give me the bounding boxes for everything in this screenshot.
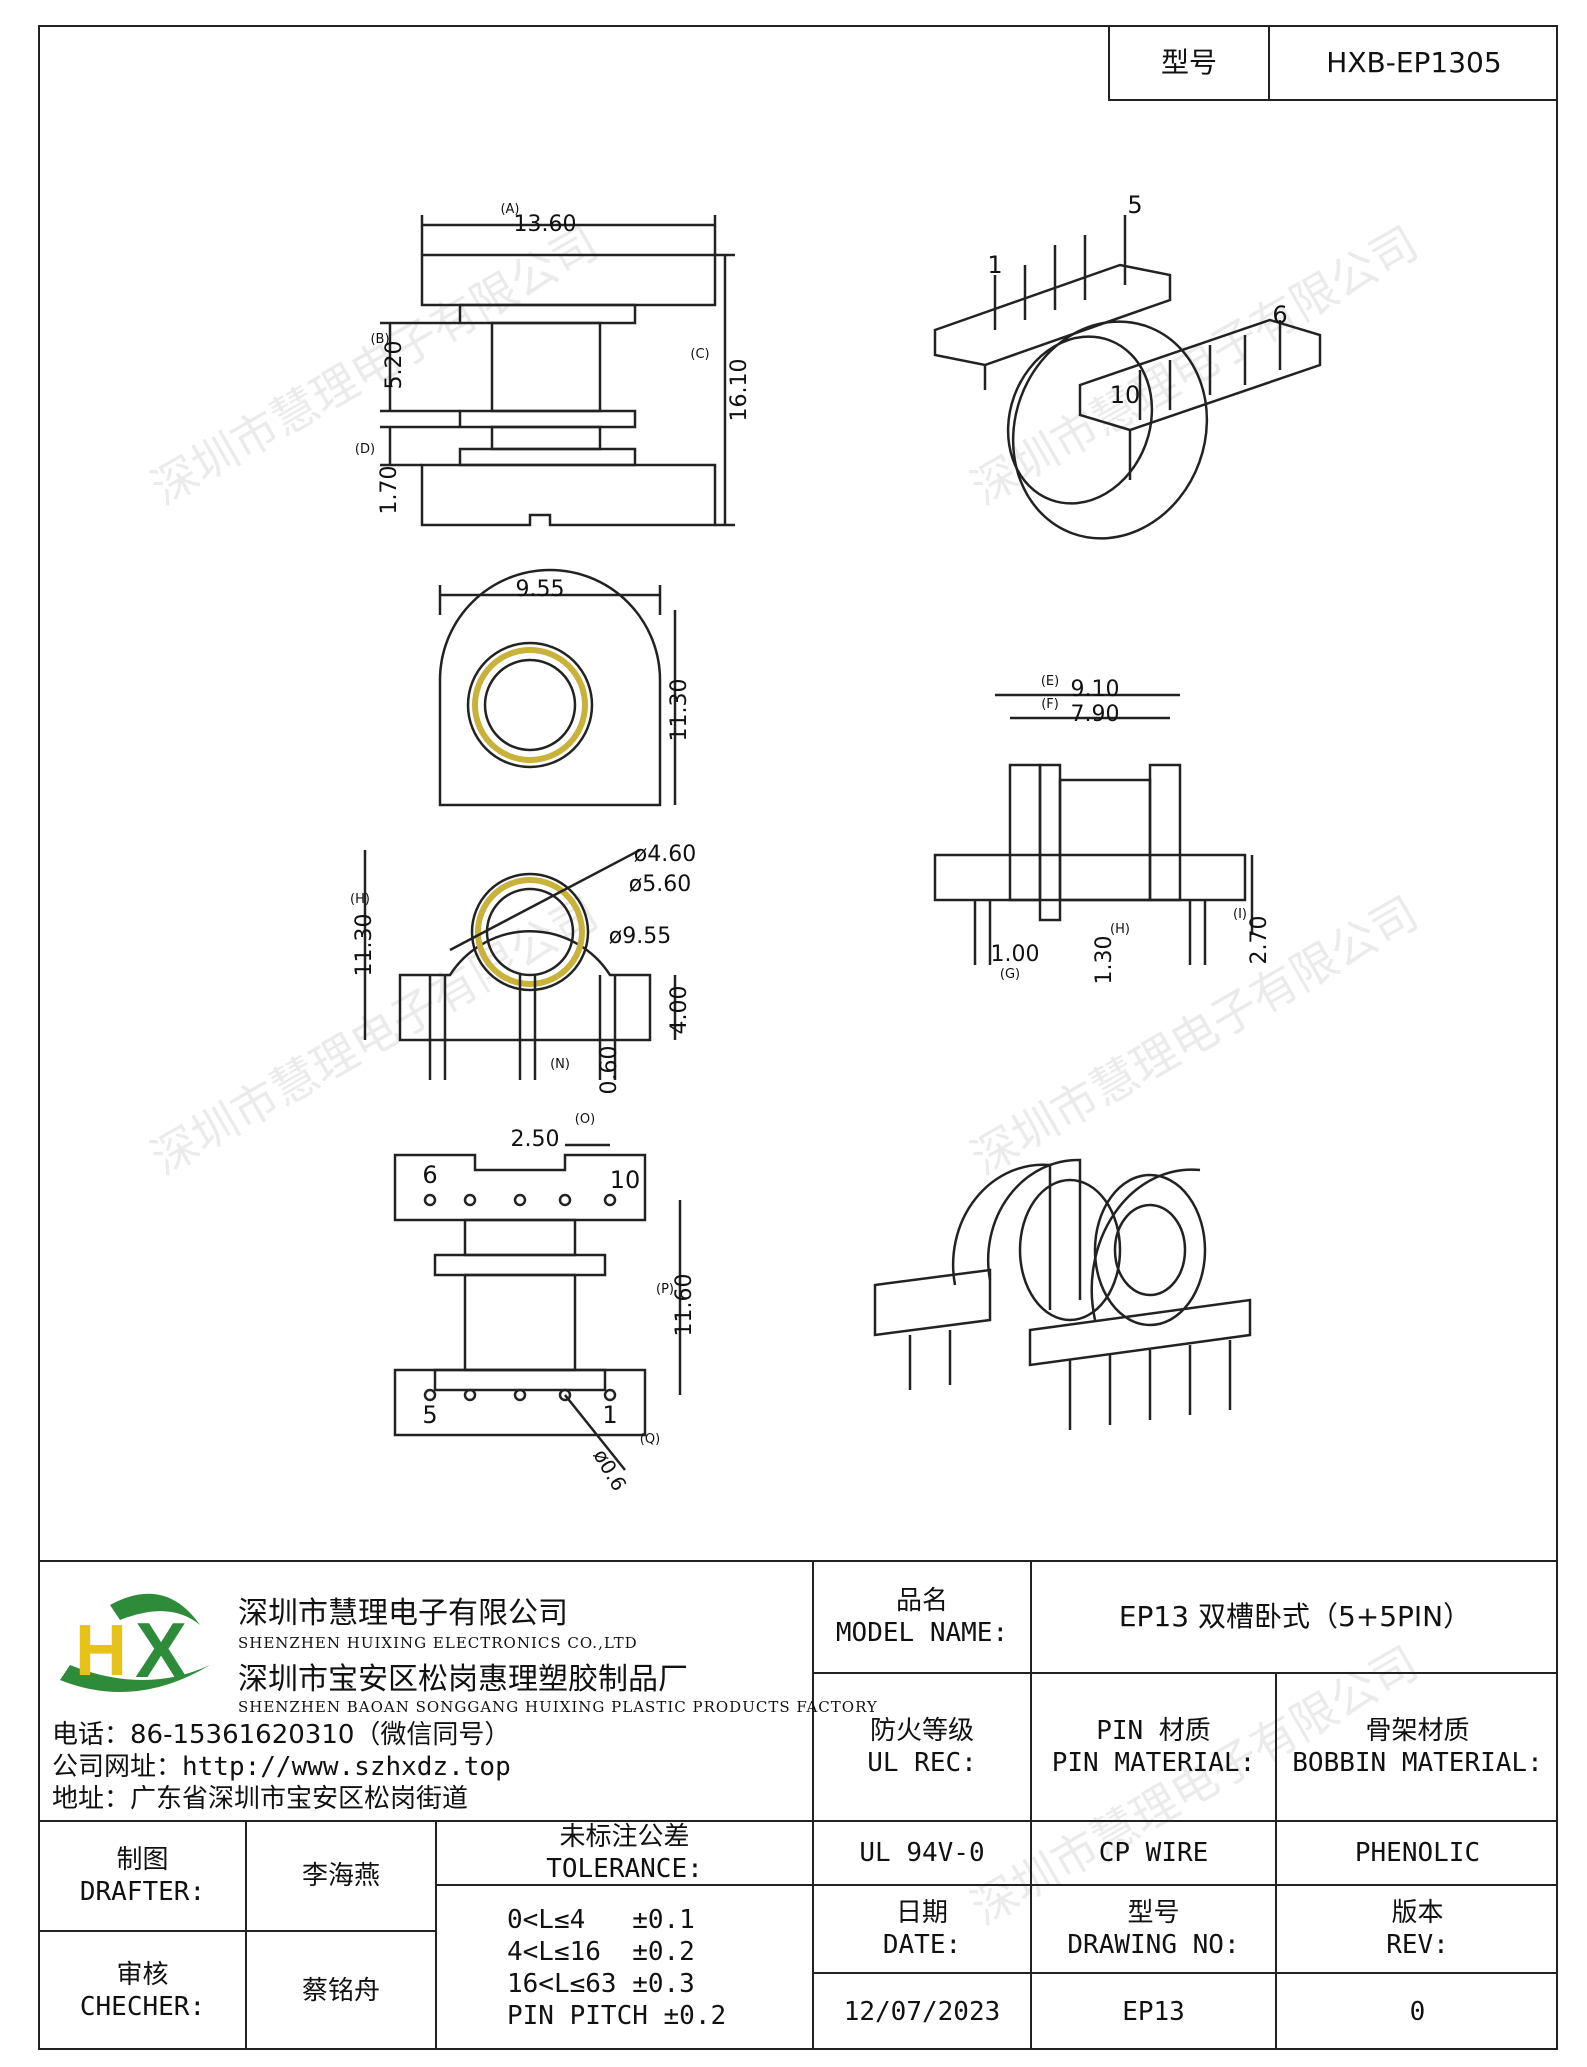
rev-cn: 版本	[1391, 1898, 1444, 1928]
tolerance-row: 16<L≤63 ±0.3	[507, 1969, 695, 1999]
bobbin-cn: 骨架材质	[1365, 1716, 1470, 1746]
header-model-box	[1108, 25, 1558, 101]
dim-end-d1: ø4.60	[633, 842, 697, 867]
model-label: 型号	[1160, 46, 1217, 79]
factory-name-en: SHENZHEN BAOAN SONGGANG HUIXING PLASTIC …	[238, 1698, 878, 1716]
dim-top-f: 7.90	[1070, 702, 1120, 727]
tolerance-row: 0<L≤4 ±0.1	[507, 1905, 695, 1935]
logo-letter-x: X	[135, 1606, 187, 1694]
checker-cn: 审核	[116, 1960, 169, 1990]
drawing-en: DRAWING NO:	[1067, 1930, 1240, 1960]
company-name-en: SHENZHEN HUIXING ELECTRONICS CO.,LTD	[238, 1634, 638, 1652]
pin-label-6: 6	[1272, 301, 1288, 329]
tolerance-table: 0<L≤4 ±0.1 4<L≤16 ±0.2 16<L≤63 ±0.3 PIN …	[437, 1886, 812, 2050]
dim-top-e-tag: (E)	[1040, 674, 1060, 689]
checker-label: 审核 CHECHER:	[40, 1932, 245, 2050]
dim-top-e: 9.10	[1070, 677, 1120, 702]
date-label: 日期 DATE:	[814, 1886, 1030, 1972]
website-line: 公司网址：http://www.szhxdz.top	[52, 1752, 511, 1782]
address-line: 地址：广东省深圳市宝安区松岗街道	[52, 1784, 469, 1814]
pin-material-label: PIN 材质 PIN MATERIAL:	[1032, 1674, 1275, 1820]
date-cn: 日期	[895, 1898, 948, 1928]
pin-value: CP WIRE	[1098, 1838, 1209, 1868]
divider	[1268, 25, 1270, 101]
dim-bottom-o-tag: (O)	[574, 1112, 596, 1127]
tolerance-en: TOLERANCE:	[546, 1854, 703, 1884]
dim-end-d3: ø9.55	[608, 924, 672, 949]
pin-label-6: 6	[422, 1161, 438, 1189]
drawing-cn: 型号	[1127, 1898, 1180, 1928]
drawing-frame	[38, 25, 1558, 2050]
fire-value: UL 94V-0	[859, 1838, 985, 1868]
bobbin-en: BOBBIN MATERIAL:	[1292, 1748, 1543, 1778]
bobbin-value: PHENOLIC	[1354, 1838, 1481, 1868]
dim-bottom-o: 2.50	[510, 1127, 560, 1152]
pin-label-10: 10	[1109, 381, 1141, 409]
date-value: 12/07/2023	[843, 1997, 1001, 2027]
dim-bottom-q-tag: (Q)	[639, 1432, 661, 1447]
model-name-label: 品名 MODEL NAME:	[814, 1562, 1030, 1672]
pin-label-5: 5	[1127, 191, 1143, 219]
drafter-label: 制图 DRAFTER:	[40, 1822, 245, 1930]
dim-side-width: 9.55	[515, 577, 565, 602]
company-logo: H X	[60, 1593, 210, 1694]
pin-label-5: 5	[422, 1401, 438, 1429]
dim-c-tag: (C)	[690, 347, 710, 362]
dim-top-i-tag: (I)	[1233, 907, 1247, 922]
dim-top-h-tag: (H)	[1110, 922, 1130, 937]
pin-label-1: 1	[602, 1401, 618, 1429]
bobbin-material-label: 骨架材质 BOBBIN MATERIAL:	[1277, 1674, 1558, 1820]
tolerance-row: PIN PITCH ±0.2	[507, 2001, 727, 2031]
rev-label: 版本 REV:	[1277, 1886, 1558, 1972]
date-en: DATE:	[882, 1930, 962, 1960]
pin-label-10: 10	[609, 1166, 641, 1194]
model-value: HXB-EP1305	[1326, 46, 1502, 79]
company-name-cn: 深圳市慧理电子有限公司	[238, 1596, 568, 1631]
phone-line: 电话：86-15361620310（微信同号）	[52, 1720, 511, 1750]
model-name-cn: 品名	[895, 1586, 948, 1616]
drafter-value: 李海燕	[301, 1861, 380, 1891]
tolerance-row: 4<L≤16 ±0.2	[507, 1937, 695, 1967]
checker-value: 蔡铭舟	[301, 1976, 380, 2006]
dim-top-g-tag: (G)	[999, 967, 1021, 982]
fire-cn: 防火等级	[869, 1716, 974, 1746]
factory-name-cn: 深圳市宝安区松岗惠理塑胶制品厂	[238, 1662, 688, 1697]
model-name-value: EP13 双槽卧式（5+5PIN）	[1118, 1600, 1472, 1633]
dim-end-n-tag: (N)	[550, 1057, 570, 1072]
rev-en: REV:	[1386, 1930, 1449, 1960]
dim-top-g: 1.00	[990, 942, 1040, 967]
model-name-en: MODEL NAME:	[835, 1618, 1009, 1648]
pin-cn: PIN 材质	[1096, 1716, 1211, 1746]
fire-en: UL REC:	[867, 1748, 977, 1778]
tolerance-label: 未标注公差 TOLERANCE:	[437, 1822, 812, 1884]
dim-b-tag: (B)	[370, 332, 390, 347]
dim-a-tag: (A)	[500, 202, 520, 217]
dim-end-h-tag: (H)	[350, 892, 370, 907]
tolerance-cn: 未标注公差	[559, 1822, 690, 1852]
drawing-no-label: 型号 DRAWING NO:	[1032, 1886, 1275, 1972]
dim-end-d2: ø5.60	[628, 872, 692, 897]
dim-a: 13.60	[513, 212, 577, 237]
fire-label: 防火等级 UL REC:	[814, 1674, 1030, 1820]
dim-bottom-p-tag: (P)	[656, 1282, 674, 1297]
pin-label-1: 1	[987, 251, 1003, 279]
rev-value: 0	[1409, 1997, 1426, 2027]
drawing-no-value: EP13	[1122, 1997, 1185, 2027]
dim-top-f-tag: (F)	[1041, 697, 1059, 712]
checker-en: CHECHER:	[79, 1992, 206, 2022]
drafter-cn: 制图	[116, 1845, 169, 1875]
drafter-en: DRAFTER:	[79, 1877, 206, 1907]
dim-d-tag: (D)	[354, 442, 376, 457]
logo-letter-h: H	[75, 1611, 127, 1691]
pin-en: PIN MATERIAL:	[1051, 1748, 1256, 1778]
